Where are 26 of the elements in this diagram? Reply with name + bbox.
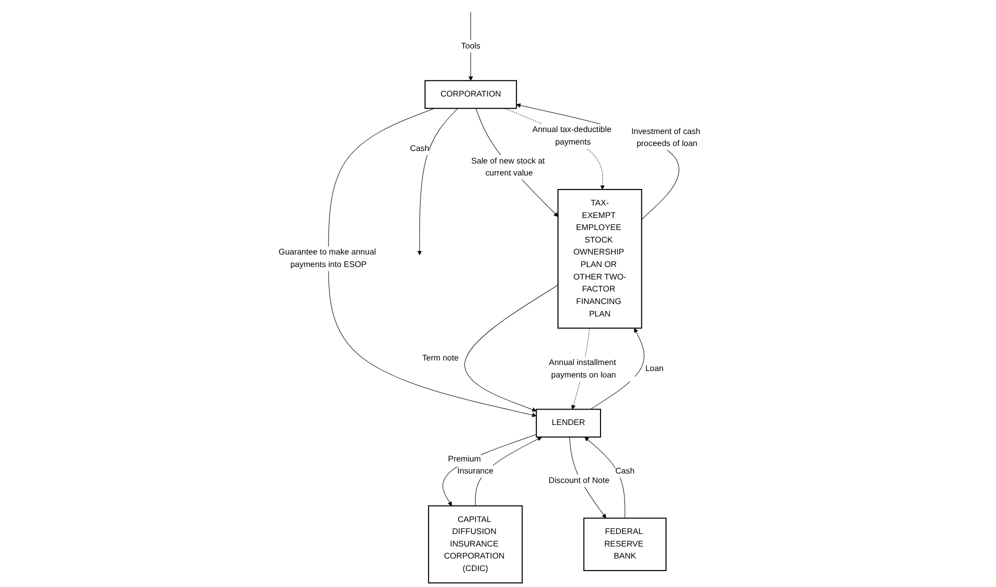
edge-label: Term note <box>422 354 460 363</box>
edge-label: Annual tax-deductible payments <box>532 126 612 147</box>
edge-label: Guarantee to make annual payments into ESOP <box>278 248 376 270</box>
node-box: LENDER <box>536 408 602 438</box>
node-box: FEDERAL RESERVE BANK <box>584 518 667 572</box>
edge-label: Sale of new stock at current value <box>472 156 546 178</box>
node-box: CORPORATION <box>424 80 518 109</box>
arrow <box>584 436 626 518</box>
arrow <box>418 108 458 256</box>
edge-label: Premium <box>448 454 482 464</box>
node-box: CAPITAL DIFFUSION INSURANCE CORPORATION (CDIC) <box>428 505 523 584</box>
node-box: TAX-EXEMPT EMPLOYEE STOCK OWNERSHIP PLAN OR OTHER TWO-FACTOR FINANCING PLAN <box>558 189 642 329</box>
edge-label: Annual installment payments on loan <box>549 358 616 380</box>
arrow <box>590 328 645 410</box>
edge-label: Discount of Note <box>548 476 610 485</box>
edge-label: Cash <box>616 466 635 476</box>
arrow <box>328 108 537 418</box>
arrow <box>468 12 474 81</box>
edge-label: Insurance <box>458 466 494 476</box>
arrow <box>516 103 680 220</box>
edge-label: Investment of cash proceeds of loan <box>632 127 701 148</box>
arrow <box>464 284 559 412</box>
arrow <box>442 434 537 506</box>
edge-label: Tools <box>461 42 481 50</box>
edge-label: Cash <box>410 144 430 154</box>
edge-label: Loan <box>646 364 664 373</box>
